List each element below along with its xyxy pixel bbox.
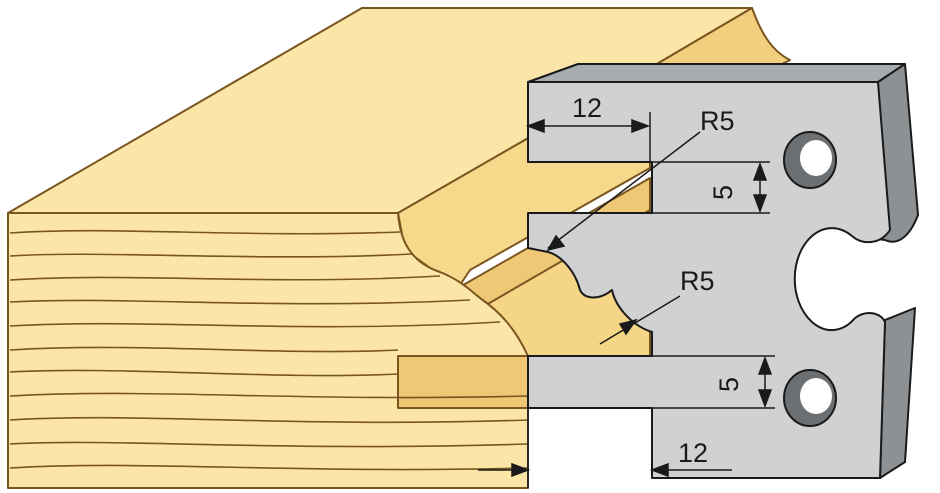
bottom-width-label: 12 — [678, 438, 708, 468]
lower-mounting-hole-inner — [800, 378, 832, 414]
top-radius-label: R5 — [700, 106, 735, 136]
lower-radius-label: R5 — [680, 266, 715, 296]
lower-slot-label: 5 — [714, 377, 744, 392]
steel-knife — [527, 63, 919, 479]
upper-mounting-hole-inner — [800, 140, 832, 176]
knife-top-edge — [527, 63, 906, 83]
dimensions — [478, 112, 775, 488]
wood-grain — [9, 229, 529, 471]
wood-tongue-side — [397, 355, 529, 409]
upper-slot-label: 5 — [708, 185, 738, 200]
top-width-label: 12 — [572, 93, 602, 123]
